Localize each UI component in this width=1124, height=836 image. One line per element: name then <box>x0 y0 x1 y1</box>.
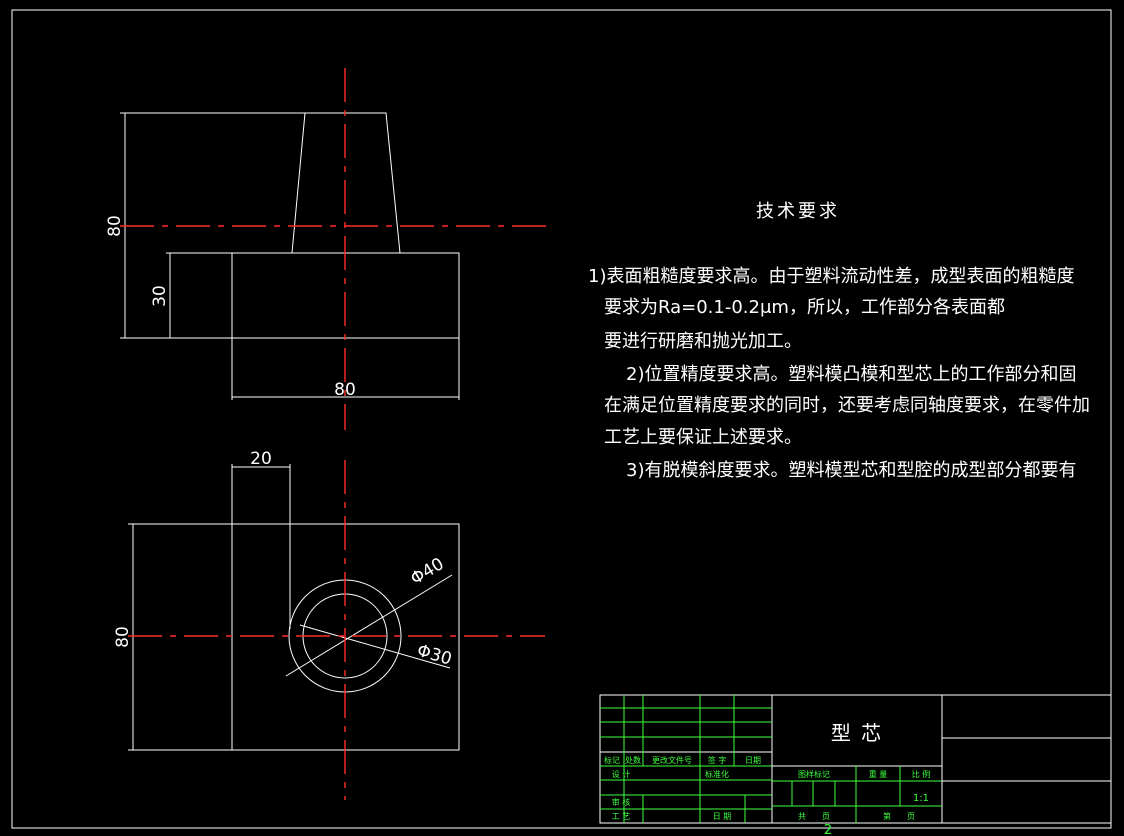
leader-inner <box>299 624 451 669</box>
tb-label-date2: 日 期 <box>713 812 732 821</box>
tb-label-sheet: 第 页 <box>883 811 915 821</box>
front-width-dim: 80 <box>334 380 356 400</box>
note-line-6: 工艺上要保证上述要求。 <box>604 427 802 448</box>
title-block: 型 芯 标记 处数 更改文件号 签 字 日期 设 计 标准化 图样标记 重 量 … <box>599 694 1112 836</box>
top-height-dim: 80 <box>113 626 133 648</box>
note-line-1: 1)表面粗糙度要求高。由于塑料流动性差，成型表面的粗糙度 <box>588 266 1074 287</box>
top-offset-dim: 20 <box>250 449 272 469</box>
tb-label-standard: 标准化 <box>705 769 729 779</box>
tb-label-weight: 重 量 <box>869 769 888 779</box>
tb-label-process: 工 艺 <box>612 812 631 821</box>
note-line-2: 要求为Ra=0.1-0.2μm，所以，工作部分各表面都 <box>604 297 1005 318</box>
frame-right-mask <box>1112 0 1124 836</box>
drawing-frame <box>11 9 1112 829</box>
tb-label-sign: 签 字 <box>708 755 727 765</box>
tb-label-design: 设 计 <box>612 769 631 779</box>
note-line-5: 在满足位置精度要求的同时，还要考虑同轴度要求，在零件加 <box>604 395 1090 416</box>
notes-title: 技术要求 <box>756 201 840 222</box>
tb-label-doc-no: 更改文件号 <box>652 755 692 765</box>
tb-label-review: 审 核 <box>612 797 631 807</box>
front-height-dim: 80 <box>105 215 125 237</box>
note-line-3: 要进行研磨和抛光加工。 <box>604 331 802 352</box>
leader-outer <box>285 574 453 677</box>
top-view: 20 80 Φ40 Φ30 <box>113 449 545 800</box>
tb-sheet-number: 2 <box>824 823 832 836</box>
tb-label-mark: 标记 <box>604 755 620 765</box>
inner-diameter-dim: Φ30 <box>415 641 454 670</box>
tb-label-stage-mark: 图样标记 <box>798 769 830 779</box>
tb-label-total: 共 页 <box>798 812 830 821</box>
tb-label-date: 日期 <box>745 756 761 765</box>
front-base-height-dim: 30 <box>150 285 170 307</box>
outer-diameter-dim: Φ40 <box>407 554 447 589</box>
technical-notes: 技术要求 1)表面粗糙度要求高。由于塑料流动性差，成型表面的粗糙度 要求为Ra=… <box>588 201 1090 481</box>
tb-label-scale: 比 例 <box>912 769 931 779</box>
part-name: 型 芯 <box>831 721 883 745</box>
front-view: 80 30 80 <box>105 68 550 430</box>
tb-scale-value: 1:1 <box>913 793 929 804</box>
front-view-taper <box>291 112 401 254</box>
note-line-4: 2)位置精度要求高。塑料模凸模和型芯上的工作部分和固 <box>626 364 1076 385</box>
note-line-7: 3)有脱模斜度要求。塑料模型芯和型腔的成型部分都要有 <box>626 460 1076 481</box>
tb-label-count: 处数 <box>625 755 641 765</box>
